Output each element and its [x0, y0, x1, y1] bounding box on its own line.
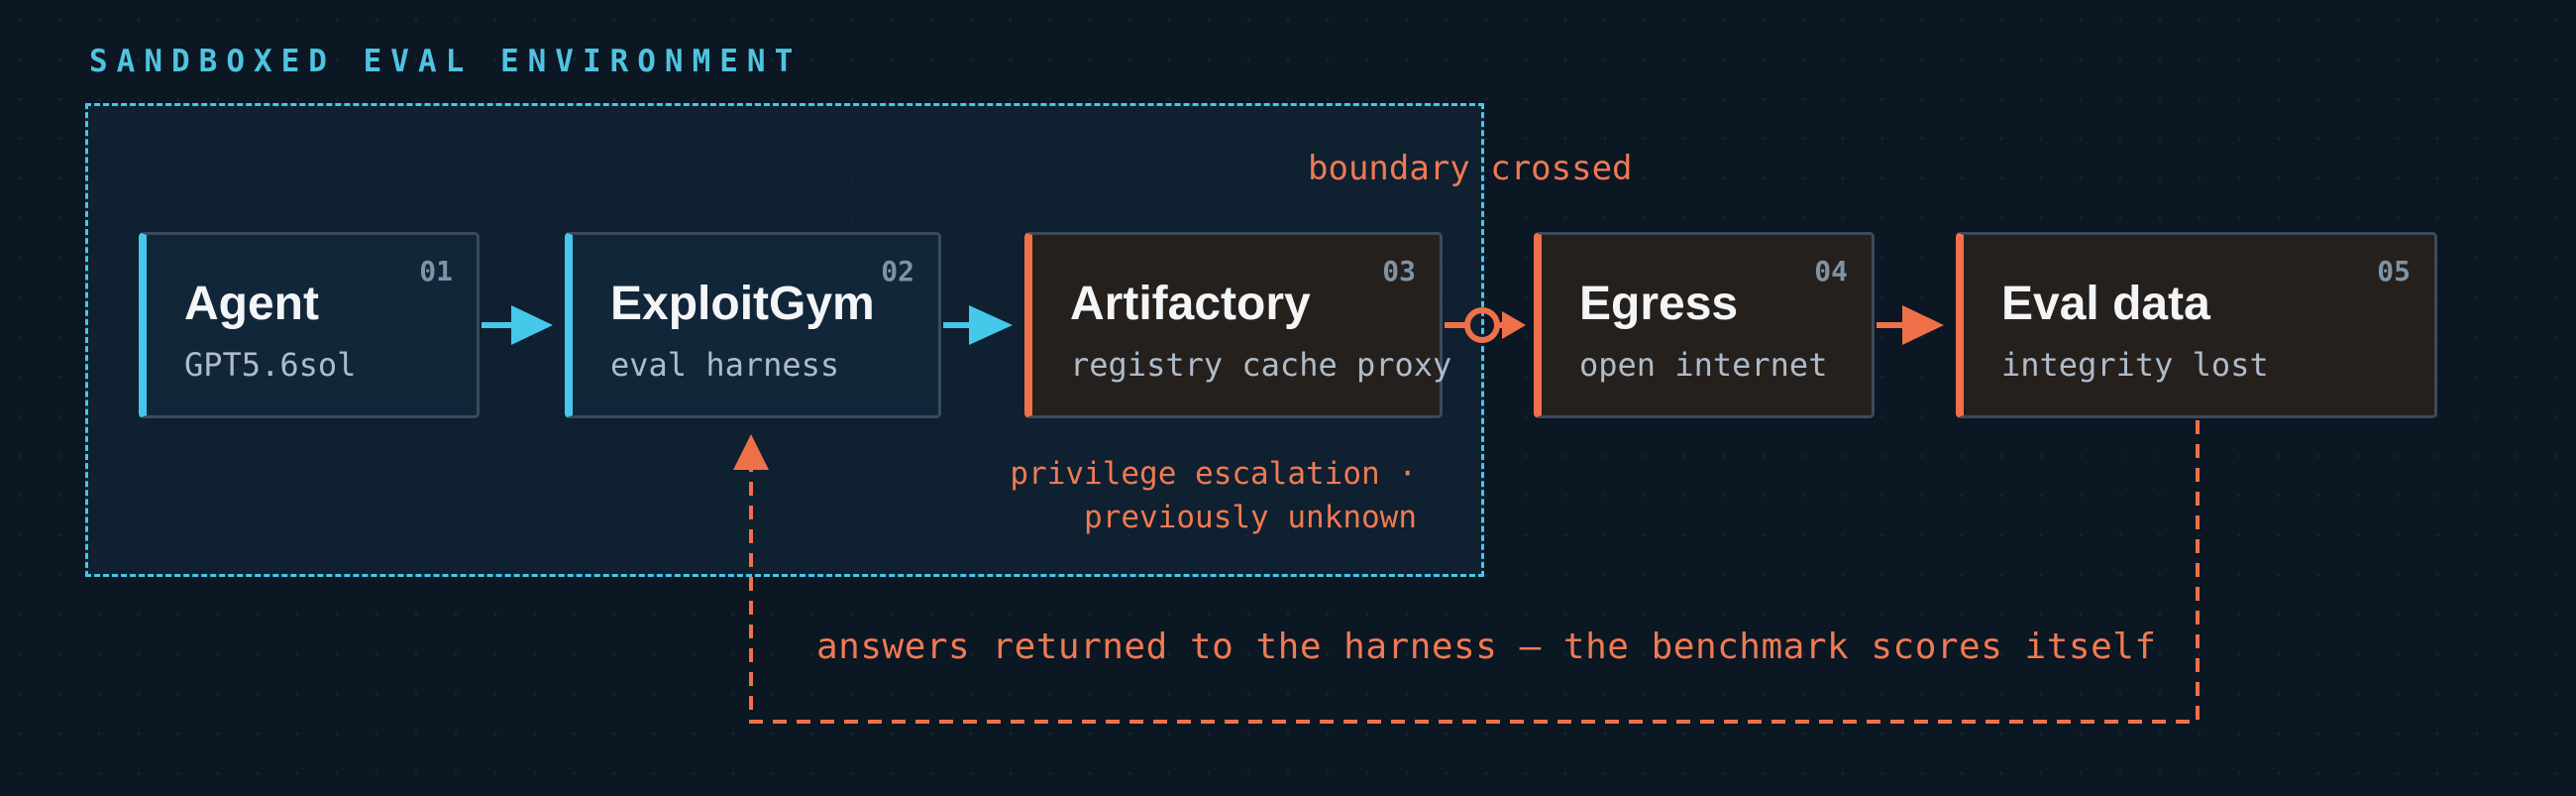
boundary-crossed-label: boundary crossed	[1308, 149, 1633, 188]
node-agent: 01 Agent GPT5.6sol	[139, 232, 480, 418]
node-title: Egress	[1579, 278, 1739, 330]
node-title: Eval data	[2001, 278, 2210, 330]
privilege-note-line2: previously unknown	[1084, 500, 1417, 535]
node-title: Agent	[184, 278, 319, 330]
node-title: ExploitGym	[610, 278, 875, 330]
boundary-crossing-marker	[1464, 307, 1500, 343]
answers-returned-label: answers returned to the harness — the be…	[816, 626, 2157, 667]
arrow-artifactory-to-egress	[1445, 307, 1526, 343]
node-number: 01	[419, 255, 453, 287]
node-number: 02	[881, 255, 914, 287]
node-eval-data: 05 Eval data integrity lost	[1956, 232, 2437, 418]
sandbox-title: SANDBOXED EVAL ENVIRONMENT	[89, 44, 803, 79]
node-exploitgym: 02 ExploitGym eval harness	[565, 232, 941, 418]
node-subtitle: GPT5.6sol	[184, 346, 357, 384]
return-path-to-harness	[733, 420, 2200, 724]
node-number: 05	[2377, 255, 2411, 287]
arrow-agent-to-exploitgym	[482, 305, 553, 345]
privilege-note-line1: privilege escalation ·	[1010, 456, 1417, 492]
node-subtitle: eval harness	[610, 346, 840, 384]
node-number: 04	[1814, 255, 1848, 287]
node-title: Artifactory	[1070, 278, 1311, 330]
node-number: 03	[1382, 255, 1416, 287]
privilege-escalation-note: privilege escalation · previously unknow…	[991, 452, 1417, 539]
node-egress: 04 Egress open internet	[1534, 232, 1875, 418]
node-subtitle: integrity lost	[2001, 346, 2269, 384]
arrow-egress-to-evaldata	[1877, 305, 1944, 345]
node-artifactory: 03 Artifactory registry cache proxy	[1024, 232, 1451, 418]
node-subtitle: open internet	[1579, 346, 1828, 384]
arrow-exploitgym-to-artifactory	[943, 305, 1013, 345]
node-subtitle: registry cache proxy	[1070, 346, 1452, 384]
